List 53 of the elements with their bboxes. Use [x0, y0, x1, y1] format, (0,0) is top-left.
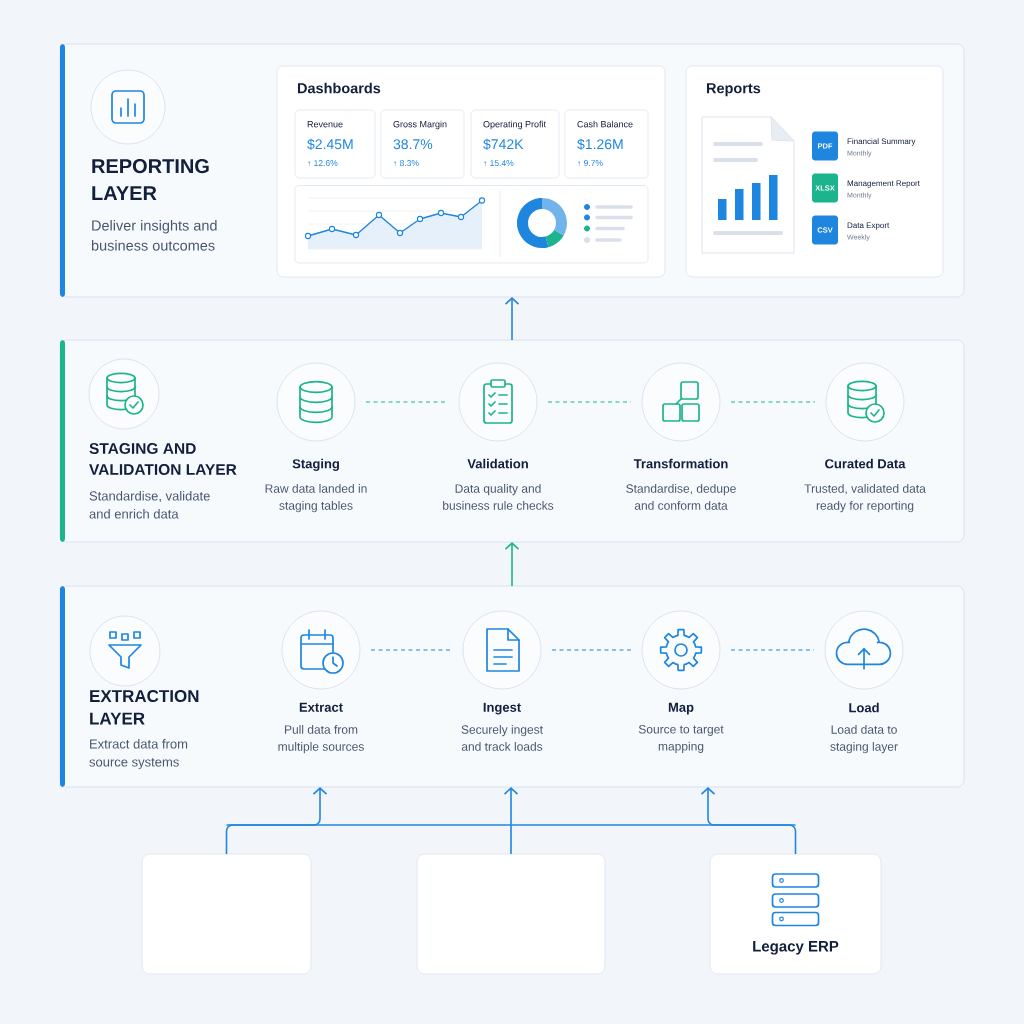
layer-description: Extract data from source systems [89, 739, 188, 770]
layer-title: EXTRACTION LAYER [90, 690, 199, 725]
kpi-change: ↑ 15.4% [484, 160, 514, 167]
kpi-label: Operating Profit [483, 120, 546, 130]
source-box [416, 853, 606, 975]
step-description: Raw data landed in staging tables [265, 484, 367, 513]
step-description: Pull data from multiple sources [278, 725, 364, 754]
arrow [504, 297, 520, 341]
arrow [700, 787, 797, 855]
kpi-label: Revenue [307, 121, 343, 128]
kpi-change: ↑ 9.7% [578, 160, 603, 167]
step-description: Securely ingest and track loads [461, 725, 543, 751]
step-title: Ingest [483, 702, 521, 715]
step-title: Transformation [633, 458, 728, 469]
kpi-value: $1.26M [577, 138, 623, 150]
step-description: Load data to staging layer [830, 725, 898, 754]
kpi-change: ↑ 8.3% [394, 160, 419, 167]
report-name: Management Report [847, 180, 920, 188]
step-description: Source to target mapping [638, 725, 724, 753]
step-title: Extract [299, 702, 343, 712]
arrow [504, 542, 520, 587]
layer-title: STAGING AND VALIDATION LAYER [89, 443, 237, 475]
step-title: Map [668, 702, 694, 715]
connector-line [225, 824, 797, 826]
panel-title: Dashboards [298, 82, 381, 94]
kpi-value: $742K [483, 138, 524, 150]
kpi-value: $2.45M [307, 138, 353, 150]
connector-line [730, 649, 815, 651]
panel-title: Reports [707, 83, 761, 97]
arrow [225, 787, 328, 855]
step-title: Staging [292, 458, 339, 471]
step-description: Standardise, dedupe and conform data [626, 484, 736, 510]
step-description: Data quality and business rule checks [443, 484, 554, 510]
step-title: Validation [467, 458, 528, 469]
kpi-value: 38.7% [393, 139, 433, 150]
arrow [503, 787, 519, 855]
kpi-label: Gross Margin [393, 120, 447, 130]
connector-line [547, 401, 632, 403]
layer-title: REPORTING LAYER [92, 159, 209, 200]
source-name: Legacy ERP [753, 941, 839, 955]
report-name: Data Export [847, 222, 890, 230]
step-description: Trusted, validated data ready for reporting [804, 484, 926, 513]
step-title: Curated Data [825, 458, 906, 469]
connector-line [730, 401, 816, 403]
source-box [141, 853, 312, 975]
layer-description: Deliver insights and business outcomes [91, 220, 217, 251]
connector-line [370, 649, 453, 651]
layer-description: Standardise, validate and enrich data [89, 491, 210, 519]
kpi-change: ↑ 12.6% [308, 160, 338, 167]
connector-line [551, 649, 632, 651]
kpi-label: Cash Balance [577, 120, 633, 128]
report-name: Financial Summary [847, 138, 916, 146]
step-title: Load [849, 702, 879, 713]
